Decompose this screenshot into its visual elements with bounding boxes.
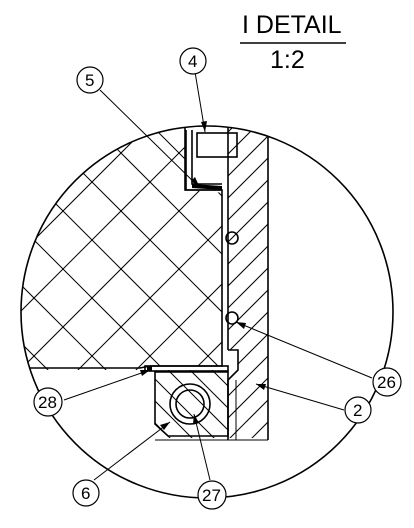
hatch-line xyxy=(300,100,414,380)
hatch-line xyxy=(316,110,414,440)
hatch-line xyxy=(358,100,414,380)
hatch-line xyxy=(228,126,268,438)
detail-scale: 1:2 xyxy=(270,46,305,74)
callout-2: 2 xyxy=(344,396,372,424)
hatch-line xyxy=(155,370,217,438)
part-28-plate xyxy=(144,365,229,372)
svg-text:28: 28 xyxy=(38,393,57,412)
hatch-line xyxy=(21,126,225,370)
hatch-line xyxy=(183,126,225,370)
hatch-line xyxy=(155,370,173,438)
hatch-line xyxy=(228,126,268,438)
hatch-line xyxy=(256,370,326,440)
hatch-line xyxy=(125,126,225,370)
hatch-line xyxy=(21,126,59,370)
detail-title: I DETAIL 1:2 xyxy=(240,11,346,74)
top-edge-line xyxy=(60,108,262,122)
svg-text:6: 6 xyxy=(81,484,90,503)
hatch-line xyxy=(404,110,414,440)
detail-name: I DETAIL xyxy=(242,11,342,39)
hatch-line xyxy=(300,100,414,380)
svg-text:26: 26 xyxy=(377,373,396,392)
hatch-line xyxy=(189,370,228,438)
callout-28: 28 xyxy=(33,387,63,417)
callout-6: 6 xyxy=(72,479,100,507)
hatch-line xyxy=(167,370,228,438)
hatch-line xyxy=(228,126,268,438)
svg-text:2: 2 xyxy=(353,401,362,420)
hatch-line xyxy=(228,126,268,438)
svg-text:4: 4 xyxy=(188,52,197,71)
hatch-line xyxy=(234,370,304,440)
top-edge-line-2 xyxy=(185,110,232,122)
callout-26: 26 xyxy=(372,367,402,397)
part-5-strip xyxy=(192,184,222,190)
callout-5: 5 xyxy=(76,66,104,94)
leaders xyxy=(63,71,373,481)
svg-text:5: 5 xyxy=(85,71,94,90)
hatch-line xyxy=(228,126,268,438)
part-body-outline xyxy=(30,126,223,369)
part-2-wall xyxy=(228,110,414,440)
hatch-line xyxy=(80,370,150,440)
part-2-outline xyxy=(228,126,269,440)
callout-27: 27 xyxy=(197,480,227,510)
hatch-line xyxy=(125,126,225,370)
part-body-hatched xyxy=(21,100,414,380)
hatch-line xyxy=(211,370,228,438)
o-ring-upper xyxy=(225,231,239,245)
hatch-line xyxy=(183,126,225,370)
callout-4: 4 xyxy=(179,47,207,75)
hatch-line xyxy=(21,126,175,370)
hatch-line xyxy=(278,370,348,440)
hatch-line xyxy=(21,126,59,370)
o-ring-lower xyxy=(225,311,239,325)
detail-boundary-circle xyxy=(20,125,394,499)
part-28-dark xyxy=(147,366,152,371)
hatch-line xyxy=(21,126,175,370)
svg-text:27: 27 xyxy=(202,486,221,505)
hatch-line xyxy=(155,370,195,438)
hatch-line xyxy=(21,126,117,370)
part-6-block xyxy=(80,370,348,440)
part-27-pin xyxy=(169,383,211,425)
hatch-line xyxy=(358,100,414,380)
hatch-line xyxy=(21,126,117,370)
